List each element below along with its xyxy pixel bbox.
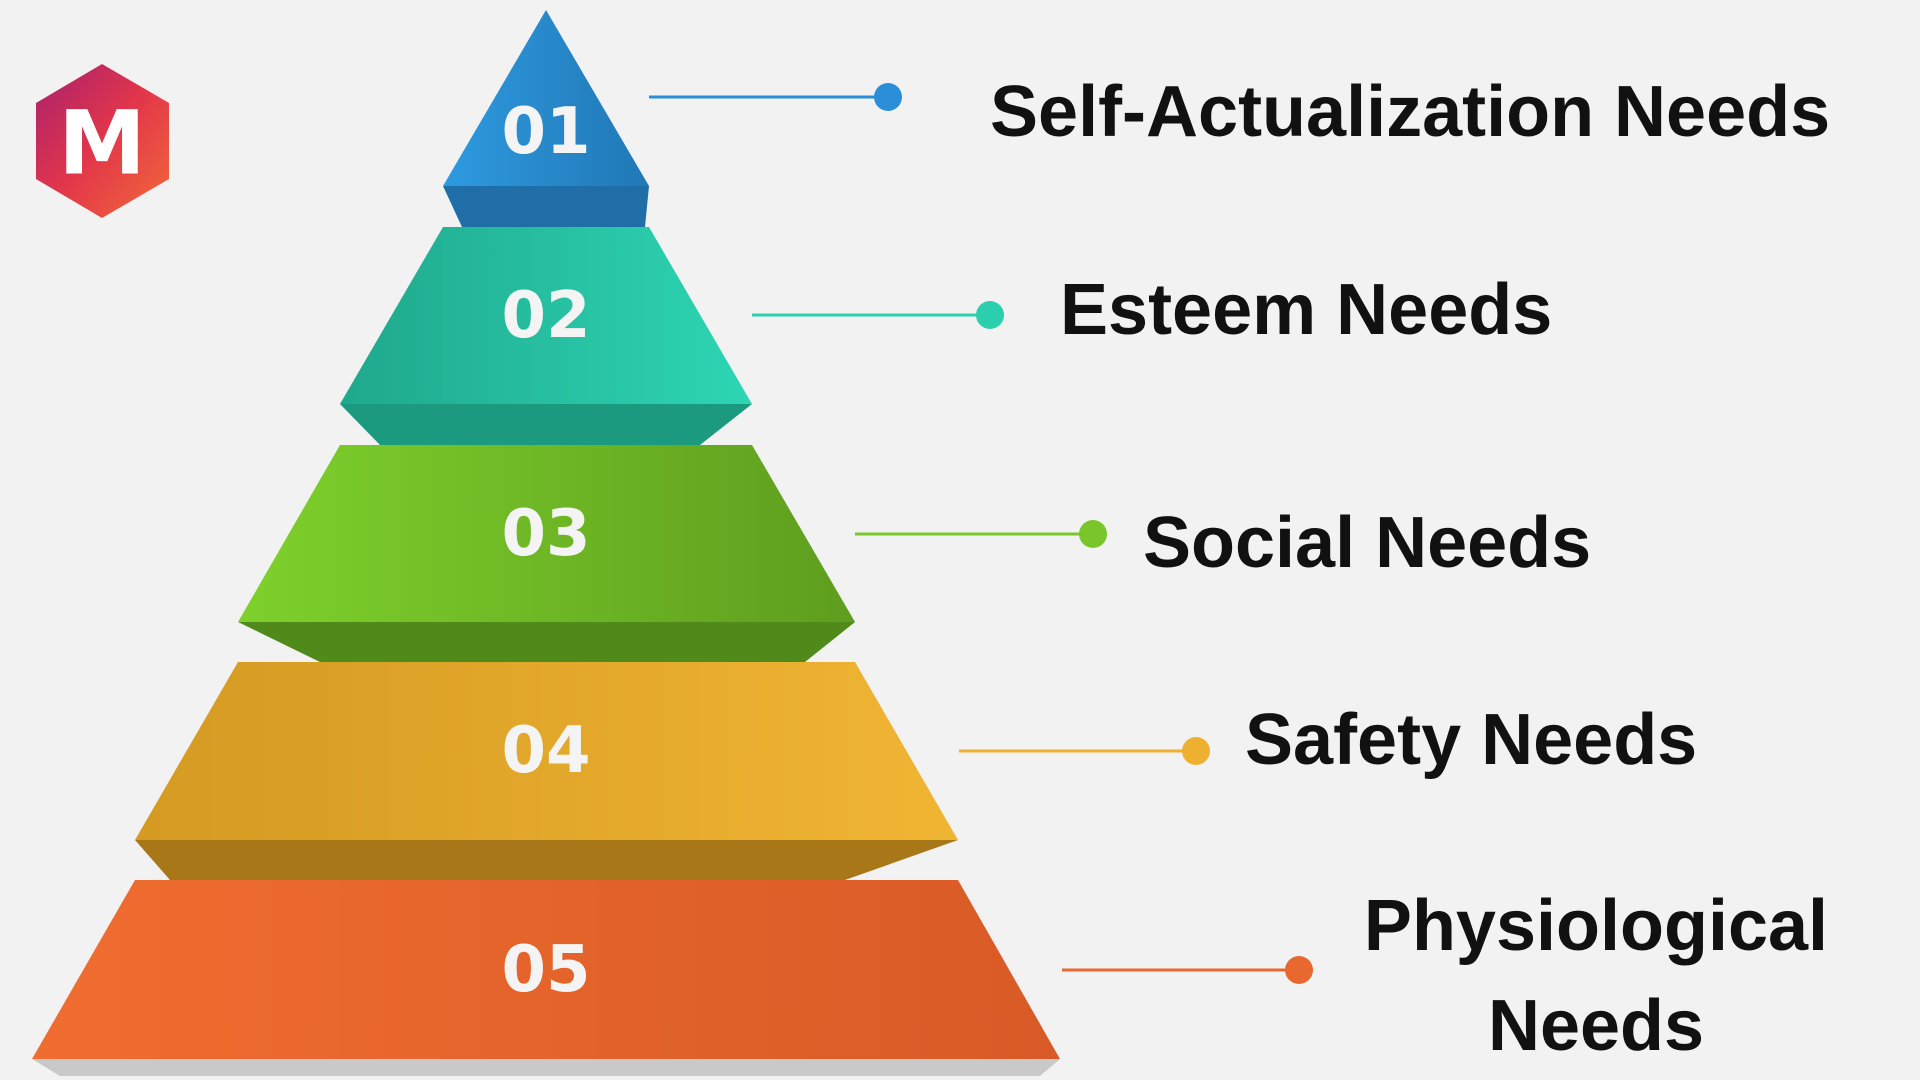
base-shadow [32, 1059, 1060, 1076]
logo-hexagon [36, 64, 169, 218]
logo: M [36, 64, 169, 218]
label-safety: Safety Needs [1245, 700, 1698, 780]
label-physiological-line1: Physiological [1363, 886, 1829, 966]
label-esteem: Esteem Needs [1060, 270, 1553, 350]
fold-1-2 [443, 186, 649, 227]
label-physiological: Physiological Needs [1364, 876, 1828, 1076]
tier-3 [238, 445, 855, 622]
tier-4-number: 04 [501, 714, 590, 788]
tier-2-number: 02 [501, 279, 590, 353]
tier-5 [32, 880, 1060, 1059]
fold-2-3 [340, 404, 752, 445]
tier-2 [340, 227, 752, 404]
fold-4-5 [135, 840, 958, 880]
connector-dot-1 [874, 83, 902, 111]
label-self-actualization: Self-Actualization Needs [990, 72, 1831, 152]
tier-1 [443, 10, 649, 186]
label-social: Social Needs [1143, 503, 1592, 583]
tier-4 [135, 662, 958, 840]
tier-3-number: 03 [501, 497, 590, 571]
tier-5-number: 05 [501, 933, 590, 1007]
tier-1-number: 01 [501, 95, 590, 169]
fold-3-4 [238, 622, 855, 662]
connector-dot-4 [1182, 737, 1210, 765]
connector-dot-2 [976, 301, 1004, 329]
connector-dot-5 [1285, 956, 1313, 984]
logo-letter: M [58, 92, 146, 195]
label-physiological-line2: Needs [1487, 986, 1705, 1066]
connector-dot-3 [1079, 520, 1107, 548]
